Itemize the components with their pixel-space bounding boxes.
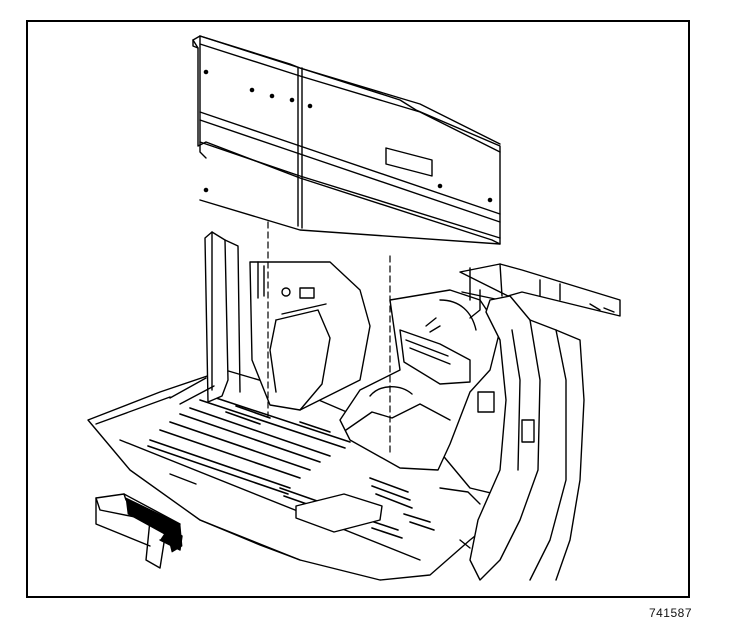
rear-body-pillar	[459, 263, 621, 581]
wheelhouse-left	[169, 231, 371, 411]
installation-guide-lines	[267, 221, 391, 455]
figure-reference-number: 741587	[648, 606, 692, 620]
rear-seat-back-panel	[192, 35, 501, 245]
wheelhouse-right	[339, 289, 501, 471]
front-direction-arrow	[95, 493, 183, 569]
cargo-floor	[87, 369, 521, 581]
